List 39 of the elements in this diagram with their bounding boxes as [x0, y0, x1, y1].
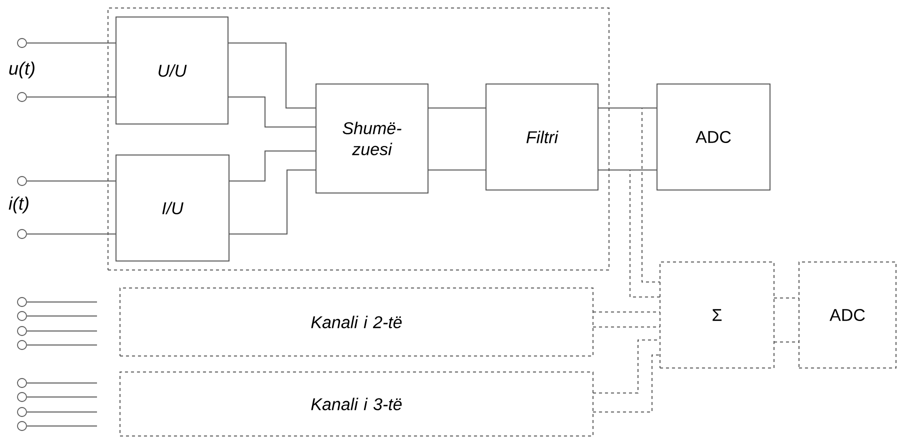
- terminal-circle: [17, 378, 27, 388]
- signal-label: u(t): [9, 62, 34, 78]
- connection-line: [592, 354, 660, 412]
- terminal-circle: [17, 407, 27, 417]
- dashed-frame: [108, 8, 610, 270]
- terminal-circle: [17, 340, 27, 350]
- connection-line: [26, 42, 116, 44]
- connection-line: [598, 170, 660, 298]
- connection-line: [26, 396, 98, 398]
- terminal-circle: [17, 326, 27, 336]
- connection-line: [228, 96, 316, 128]
- dashed-box: Kanali i 2-të: [120, 288, 594, 356]
- dashed-box: Σ: [660, 262, 774, 368]
- connection-line: [26, 96, 116, 98]
- connection-line: [228, 150, 316, 182]
- dashed-box: ADC: [798, 262, 896, 368]
- connection-line: [228, 42, 316, 108]
- terminal-circle: [17, 311, 27, 321]
- block-box: U/U: [116, 16, 228, 124]
- terminal-circle: [17, 176, 27, 186]
- terminal-circle: [17, 229, 27, 239]
- connection-line: [26, 382, 98, 384]
- terminal-circle: [17, 297, 27, 307]
- block-box: ADC: [656, 84, 770, 190]
- connection-line: [228, 170, 316, 234]
- block-box: Filtri: [486, 84, 598, 190]
- connection-line: [26, 330, 98, 332]
- connection-line: [26, 344, 98, 346]
- block-box: I/U: [116, 154, 230, 262]
- signal-label: i(t): [8, 196, 28, 214]
- terminal-circle: [17, 92, 27, 102]
- terminal-circle: [17, 421, 27, 431]
- dashed-box: Kanali i 3-të: [120, 372, 594, 436]
- terminal-circle: [17, 392, 27, 402]
- terminal-circle: [17, 38, 27, 48]
- connection-line: [26, 180, 116, 182]
- block-box: Shumë- zuesi: [316, 84, 428, 194]
- connection-line: [598, 108, 660, 282]
- connection-line: [592, 326, 660, 328]
